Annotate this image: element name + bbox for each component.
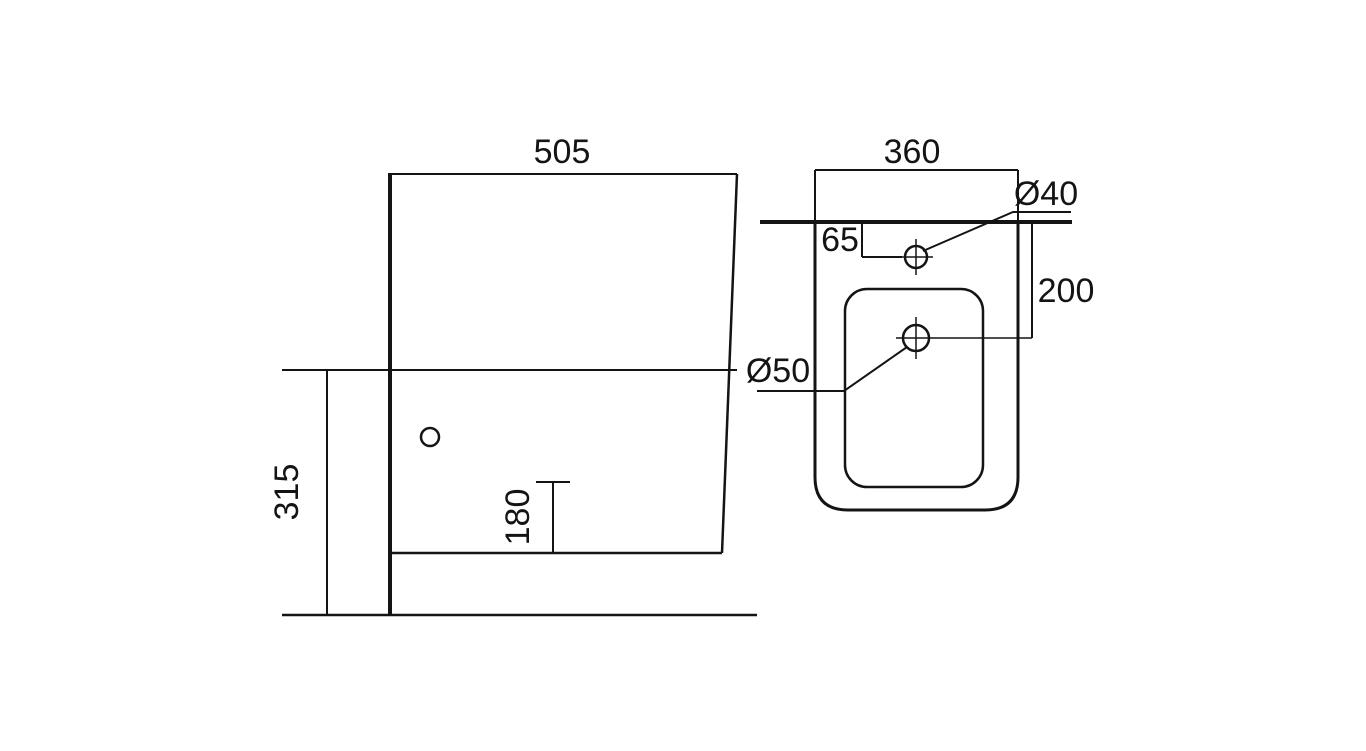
drain-diameter-leader xyxy=(757,346,908,392)
side-hole-circle xyxy=(419,426,441,448)
faucet-diameter-leader xyxy=(922,211,1071,252)
drain-diameter-label: Ø50 xyxy=(746,352,810,390)
spout-dimension-label: 180 xyxy=(499,489,537,546)
drain-offset-label: 200 xyxy=(1038,272,1095,310)
side-view: 505 315 180 xyxy=(268,133,757,617)
inner-basin-outline xyxy=(843,287,985,489)
top-view: 360 Ø40 65 Ø50 200 xyxy=(746,133,1095,512)
width-dimension-label: 505 xyxy=(534,133,591,171)
faucet-diameter-label: Ø40 xyxy=(1014,175,1078,213)
front-edge-line xyxy=(720,173,739,554)
height-dimension-label: 315 xyxy=(268,464,306,521)
top-width-dimension-label: 360 xyxy=(884,133,941,171)
outer-outline xyxy=(813,222,1020,512)
faucet-offset-label: 65 xyxy=(821,221,859,259)
